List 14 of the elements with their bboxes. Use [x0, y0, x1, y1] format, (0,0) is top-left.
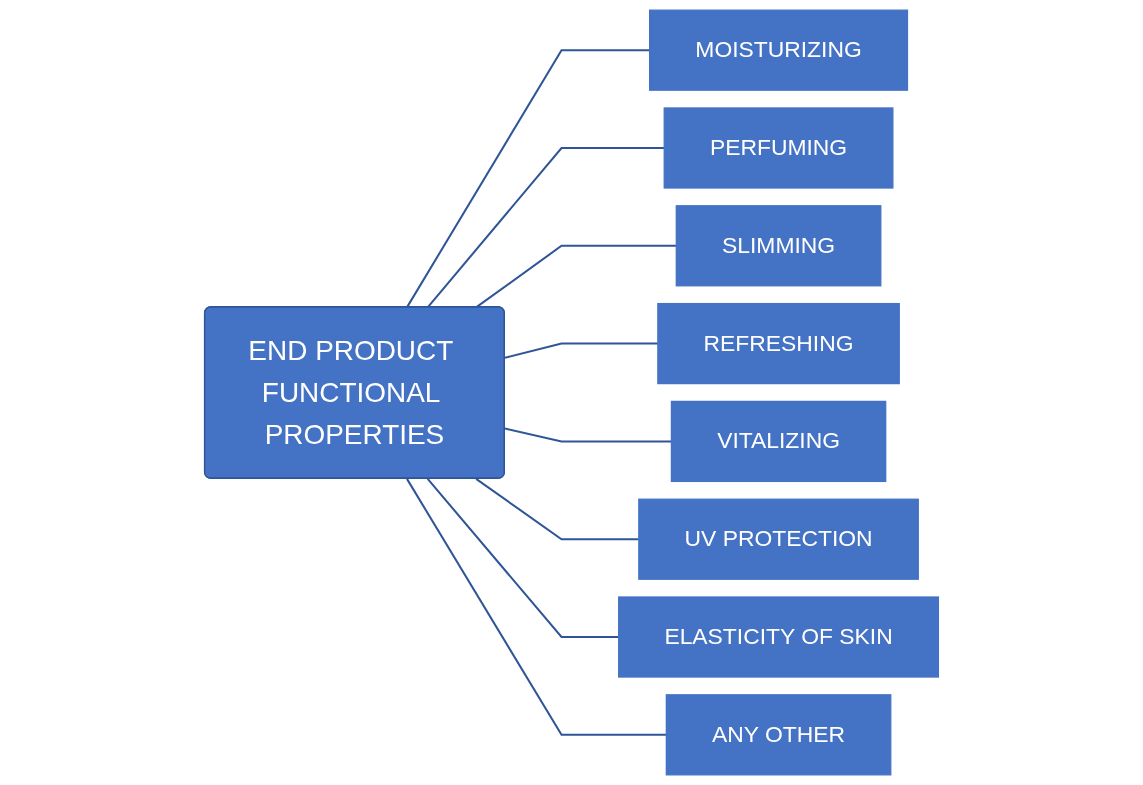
- connector: [406, 49, 650, 308]
- connector: [504, 427, 672, 443]
- node-box: UV PROTECTION: [638, 498, 919, 580]
- node-box: MOISTURIZING: [649, 9, 909, 91]
- node-box: PERFUMING: [663, 107, 894, 189]
- node-box: VITALIZING: [670, 400, 887, 483]
- connector: [475, 478, 639, 541]
- node-box: REFRESHING: [657, 302, 900, 385]
- node-box: ANY OTHER: [665, 694, 892, 776]
- connector: [406, 478, 667, 736]
- node-box: ELASTICITY OF SKIN: [618, 596, 940, 678]
- node-box: SLIMMING: [675, 205, 882, 287]
- connector: [504, 342, 658, 359]
- connector: [426, 478, 619, 639]
